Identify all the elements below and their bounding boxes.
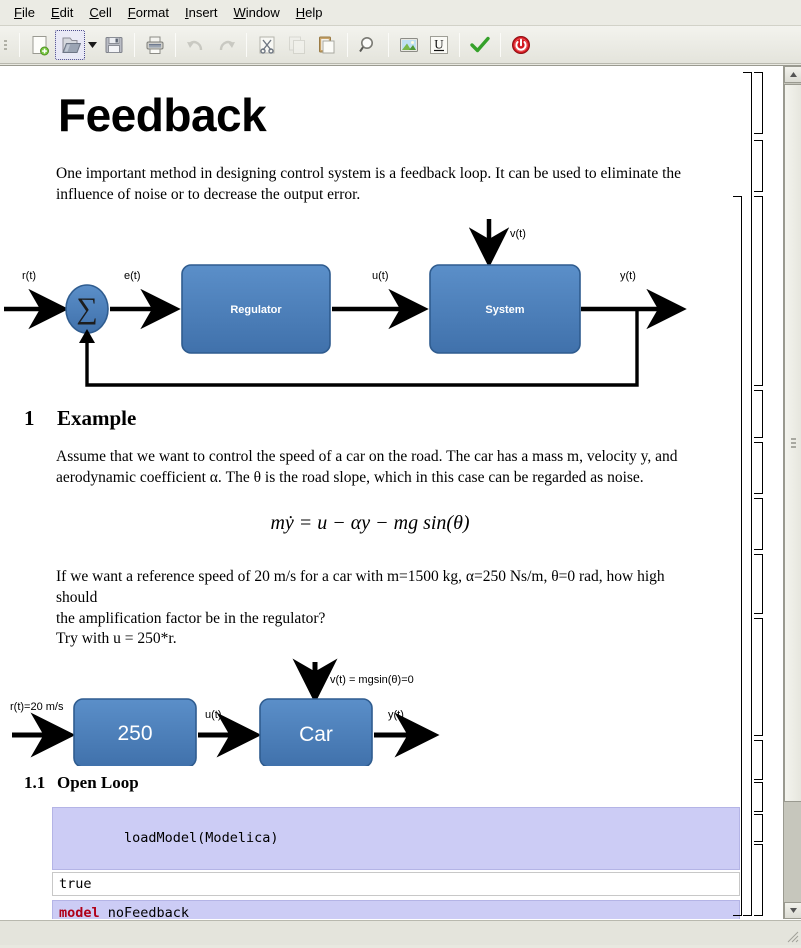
toolbar-separator — [19, 33, 20, 57]
paste-button[interactable] — [312, 30, 342, 60]
svg-text:U: U — [434, 36, 444, 51]
menu-item-help[interactable]: Help — [288, 2, 331, 23]
block-car-label: Car — [299, 723, 333, 746]
toolbar-separator — [500, 33, 501, 57]
intro-paragraph: One important method in designing contro… — [56, 164, 696, 205]
scissors-icon — [256, 34, 278, 56]
redo-button[interactable] — [211, 30, 241, 60]
output-cell-true[interactable]: true — [52, 872, 740, 896]
section-1-1-title: Open Loop — [57, 773, 139, 792]
block-gain-250-label: 250 — [117, 722, 152, 745]
red-power-icon — [510, 34, 532, 56]
scroll-down-button[interactable] — [784, 902, 801, 919]
undo-button[interactable] — [181, 30, 211, 60]
toolbar-separator — [134, 33, 135, 57]
open-folder-icon — [59, 34, 81, 56]
sigma-symbol: ∑ — [76, 292, 97, 325]
label-rt: r(t) — [22, 270, 36, 282]
code-text: noFeedback — [100, 905, 189, 919]
window-resize-grip[interactable] — [785, 929, 799, 943]
menu-item-insert[interactable]: Insert — [177, 2, 226, 23]
feedback-loop-diagram: r(t) ∑ e(t) Regulator u(t) v(t) — [0, 217, 783, 402]
page-title: Feedback — [58, 88, 783, 142]
copy-button[interactable] — [282, 30, 312, 60]
code-line: loadModel(Modelica) — [124, 830, 278, 846]
scroll-down-arrow-icon — [790, 908, 797, 913]
new-document-button[interactable] — [25, 30, 55, 60]
chevron-down-icon — [88, 42, 97, 48]
open-loop-car-diagram: r(t)=20 m/s 250 u(t) v(t) = mgsin(θ)=0 C… — [0, 656, 783, 771]
picture-icon — [398, 34, 420, 56]
evaluate-button[interactable] — [465, 30, 495, 60]
toolbar-separator — [347, 33, 348, 57]
label-vt: v(t) — [510, 228, 526, 240]
label-vt-mgsin: v(t) = mgsin(θ)=0 — [330, 674, 414, 686]
save-document-button[interactable] — [99, 30, 129, 60]
section-1-paragraph: Assume that we want to control the speed… — [56, 447, 696, 488]
toolbar: U — [0, 26, 801, 64]
status-bar — [0, 920, 801, 945]
block-system-label: System — [485, 304, 524, 316]
label-et: e(t) — [124, 270, 141, 282]
menu-item-edit[interactable]: Edit — [43, 2, 81, 23]
notebook-page: Feedback One important method in designi… — [0, 88, 783, 919]
cut-button[interactable] — [252, 30, 282, 60]
section-1-paragraph-2-line-1: If we want a reference speed of 20 m/s f… — [56, 567, 696, 608]
shutdown-button[interactable] — [506, 30, 536, 60]
toolbar-separator — [175, 33, 176, 57]
find-button[interactable] — [353, 30, 383, 60]
document-scroll-region[interactable]: Feedback One important method in designi… — [0, 66, 783, 919]
section-1-1-number: 1.1 — [24, 773, 57, 793]
menu-bar: File Edit Cell Format Insert Window Help — [0, 0, 801, 26]
vertical-scrollbar[interactable] — [783, 66, 801, 919]
insert-image-button[interactable] — [394, 30, 424, 60]
resize-grip-icon — [785, 929, 799, 943]
menu-item-format[interactable]: Format — [120, 2, 177, 23]
toolbar-drag-grip[interactable] — [4, 34, 11, 56]
section-1-paragraph-2-line-2: the amplification factor be in the regul… — [56, 609, 696, 630]
code-keyword-model: model — [59, 905, 100, 919]
scrollbar-thumb[interactable] — [784, 84, 801, 802]
print-document-button[interactable] — [140, 30, 170, 60]
menu-item-cell[interactable]: Cell — [81, 2, 119, 23]
toolbar-separator — [246, 33, 247, 57]
copy-pages-icon — [286, 34, 308, 56]
section-1-title: Example — [57, 406, 136, 430]
new-document-icon — [29, 34, 51, 56]
underline-button[interactable]: U — [424, 30, 454, 60]
section-1-paragraph-2-line-3: Try with u = 250*r. — [56, 629, 696, 650]
undo-arrow-icon — [185, 34, 207, 56]
scrollbar-thumb-grip — [791, 436, 796, 450]
scroll-up-button[interactable] — [784, 66, 801, 83]
magnifier-icon — [357, 34, 379, 56]
floppy-save-icon — [103, 34, 125, 56]
toolbar-separator — [388, 33, 389, 57]
label-rt-20ms: r(t)=20 m/s — [10, 701, 64, 713]
label-ut: u(t) — [372, 270, 389, 282]
document-area: Feedback One important method in designi… — [0, 65, 801, 920]
menu-item-file[interactable]: File — [6, 2, 43, 23]
printer-icon — [144, 34, 166, 56]
redo-arrow-icon — [215, 34, 237, 56]
label-yt: y(t) — [620, 270, 636, 282]
section-1-number: 1 — [24, 406, 57, 431]
scroll-up-arrow-icon — [790, 72, 797, 77]
label-ut-2: u(t) — [205, 709, 222, 721]
open-recent-dropdown-button[interactable] — [85, 30, 99, 60]
clipboard-paste-icon — [316, 34, 338, 56]
output-text: true — [59, 876, 92, 892]
menu-item-window[interactable]: Window — [226, 2, 288, 23]
equation-car-dynamics: mẏ = u − αy − mg sin(θ) — [40, 512, 700, 535]
open-document-button[interactable] — [55, 30, 85, 60]
code-cell-loadmodel[interactable]: loadModel(Modelica) — [52, 807, 740, 870]
underline-u-icon: U — [428, 34, 450, 56]
code-cell-nofeedback[interactable]: model noFeedback import SI = Modelica.SI… — [52, 900, 740, 919]
green-check-icon — [469, 34, 491, 56]
toolbar-separator — [459, 33, 460, 57]
label-yt-2: y(t) — [388, 709, 404, 721]
block-regulator-label: Regulator — [230, 304, 282, 316]
